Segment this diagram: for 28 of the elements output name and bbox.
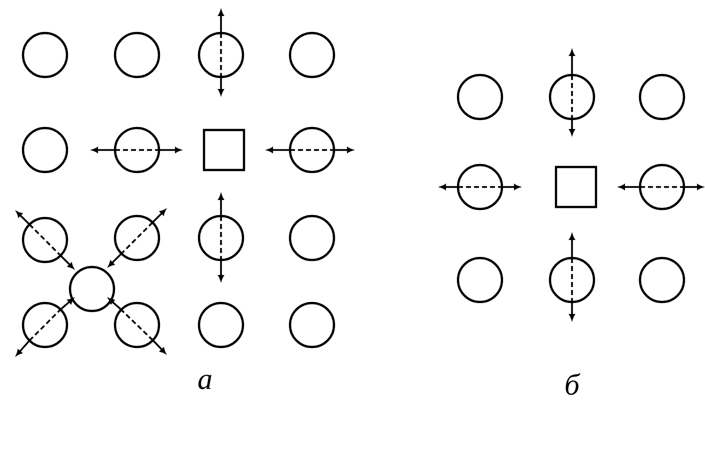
atom-circle [456,256,504,304]
atom-circle [456,164,504,210]
atom-circle [638,256,686,304]
atom-circle [114,214,160,262]
atom-circle [548,74,596,120]
atom-circle [288,214,336,262]
atom-circle [198,32,244,78]
atom-circle [68,266,116,312]
atom-circle [114,32,160,78]
atom-circle [114,302,160,348]
atom-circle [114,126,160,174]
vacancy-square [554,166,598,208]
panel-letter: б [566,373,580,395]
atom-circle [288,32,336,78]
atom-circle [22,32,68,78]
atom-circle [638,164,686,210]
atom-circle [548,256,596,304]
atom-circle [288,126,336,174]
atom-circle [22,302,68,348]
atom-circle [198,302,244,348]
atom-circle [638,74,686,120]
atom-circle [288,302,336,348]
atom-circle [198,214,244,262]
atom-circle [456,74,504,120]
atom-circle [22,216,68,264]
atom-circle [22,126,68,174]
panel-letter: а [198,374,212,390]
vacancy-square [202,128,246,172]
